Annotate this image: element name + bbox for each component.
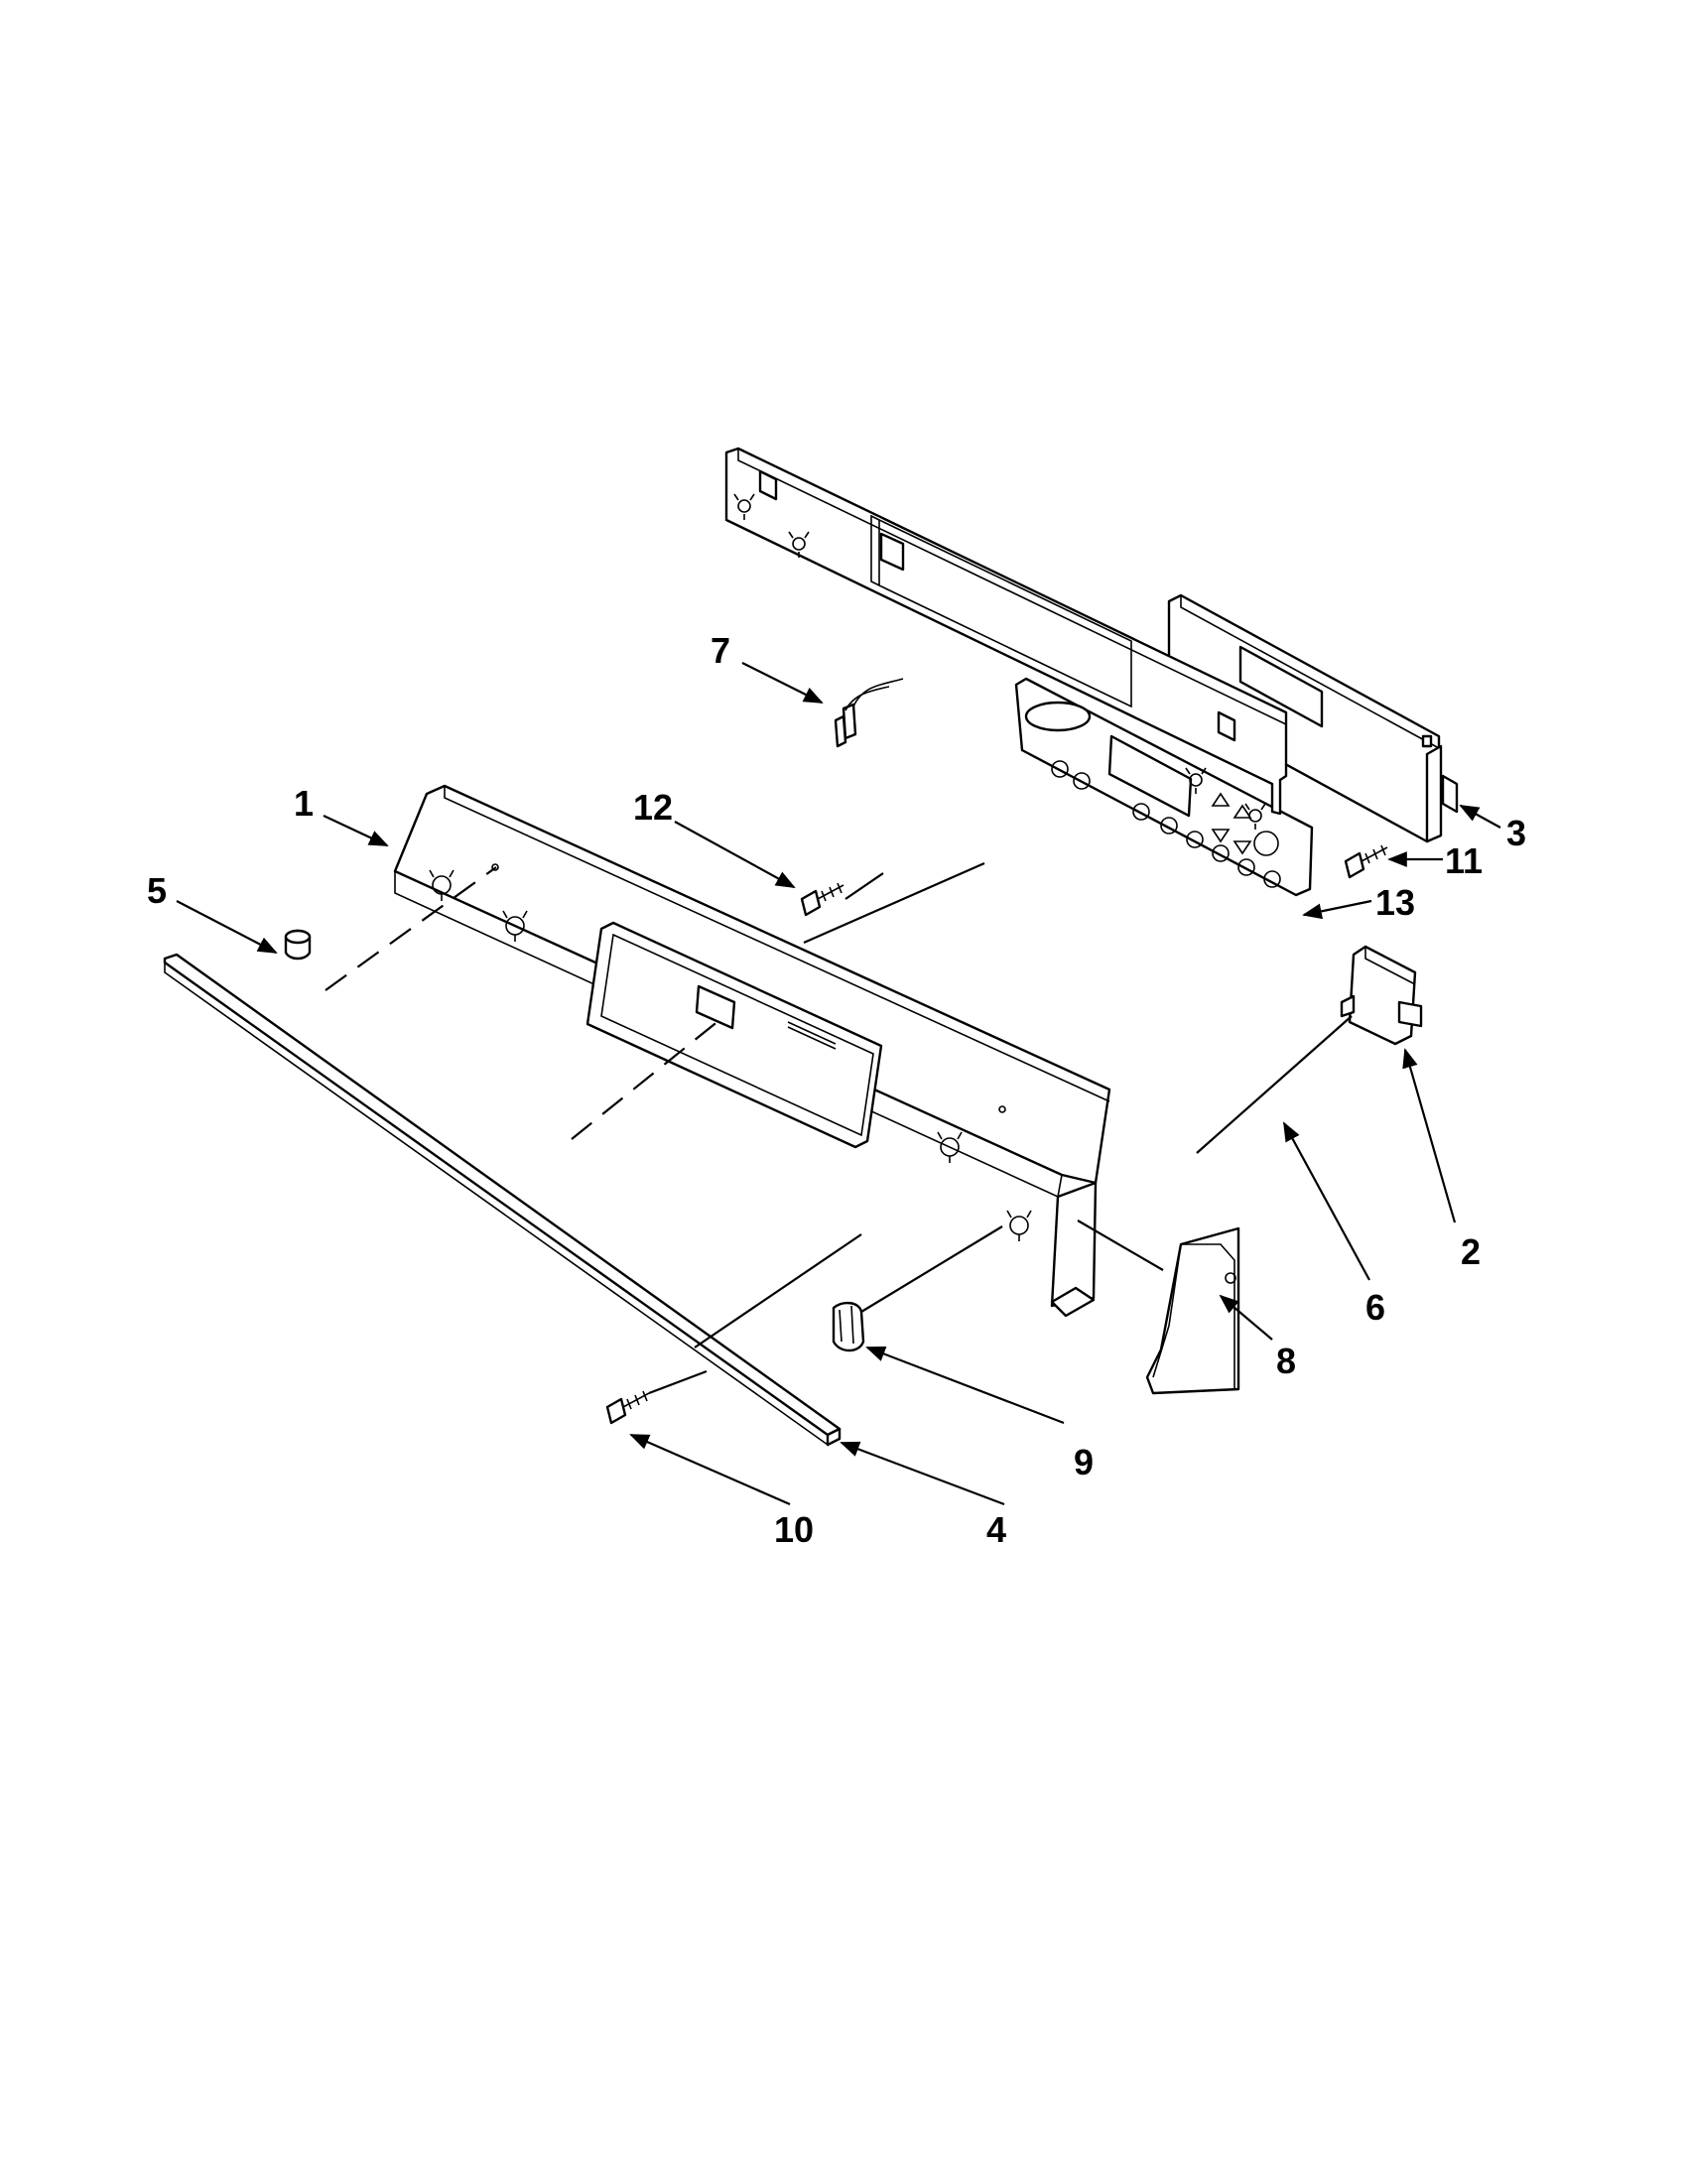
callout-9: 9 — [1074, 1442, 1094, 1482]
end-bracket — [1145, 1226, 1240, 1395]
callout-5: 5 — [147, 870, 167, 911]
callout-8: 8 — [1276, 1341, 1296, 1381]
callout-13: 13 — [1375, 882, 1415, 923]
callout-4: 4 — [986, 1509, 1006, 1550]
callout-labels: 1 2 3 4 5 6 7 8 9 10 11 12 13 — [147, 630, 1526, 1550]
wire-harness — [834, 678, 904, 748]
callout-arrows — [176, 662, 1501, 1506]
callout-2: 2 — [1461, 1231, 1481, 1272]
screw-10 — [605, 1390, 650, 1425]
console-panel — [393, 784, 1111, 1318]
screw-11 — [1344, 844, 1388, 879]
switch — [1340, 945, 1423, 1046]
callout-11: 11 — [1445, 840, 1483, 881]
control-overlay — [1014, 677, 1314, 897]
mounting-panel — [724, 447, 1288, 830]
callout-3: 3 — [1506, 813, 1526, 853]
callout-6: 6 — [1365, 1287, 1385, 1328]
callout-7: 7 — [711, 630, 730, 671]
callout-1: 1 — [294, 783, 314, 824]
plug-button — [284, 929, 312, 961]
assembly-lines — [324, 861, 1353, 1395]
knob — [832, 1301, 865, 1352]
trim-strip — [163, 953, 842, 1447]
callout-12: 12 — [633, 787, 673, 828]
callout-10: 10 — [774, 1509, 814, 1550]
screw-12 — [800, 882, 844, 917]
electronic-control-housing — [1167, 593, 1459, 843]
